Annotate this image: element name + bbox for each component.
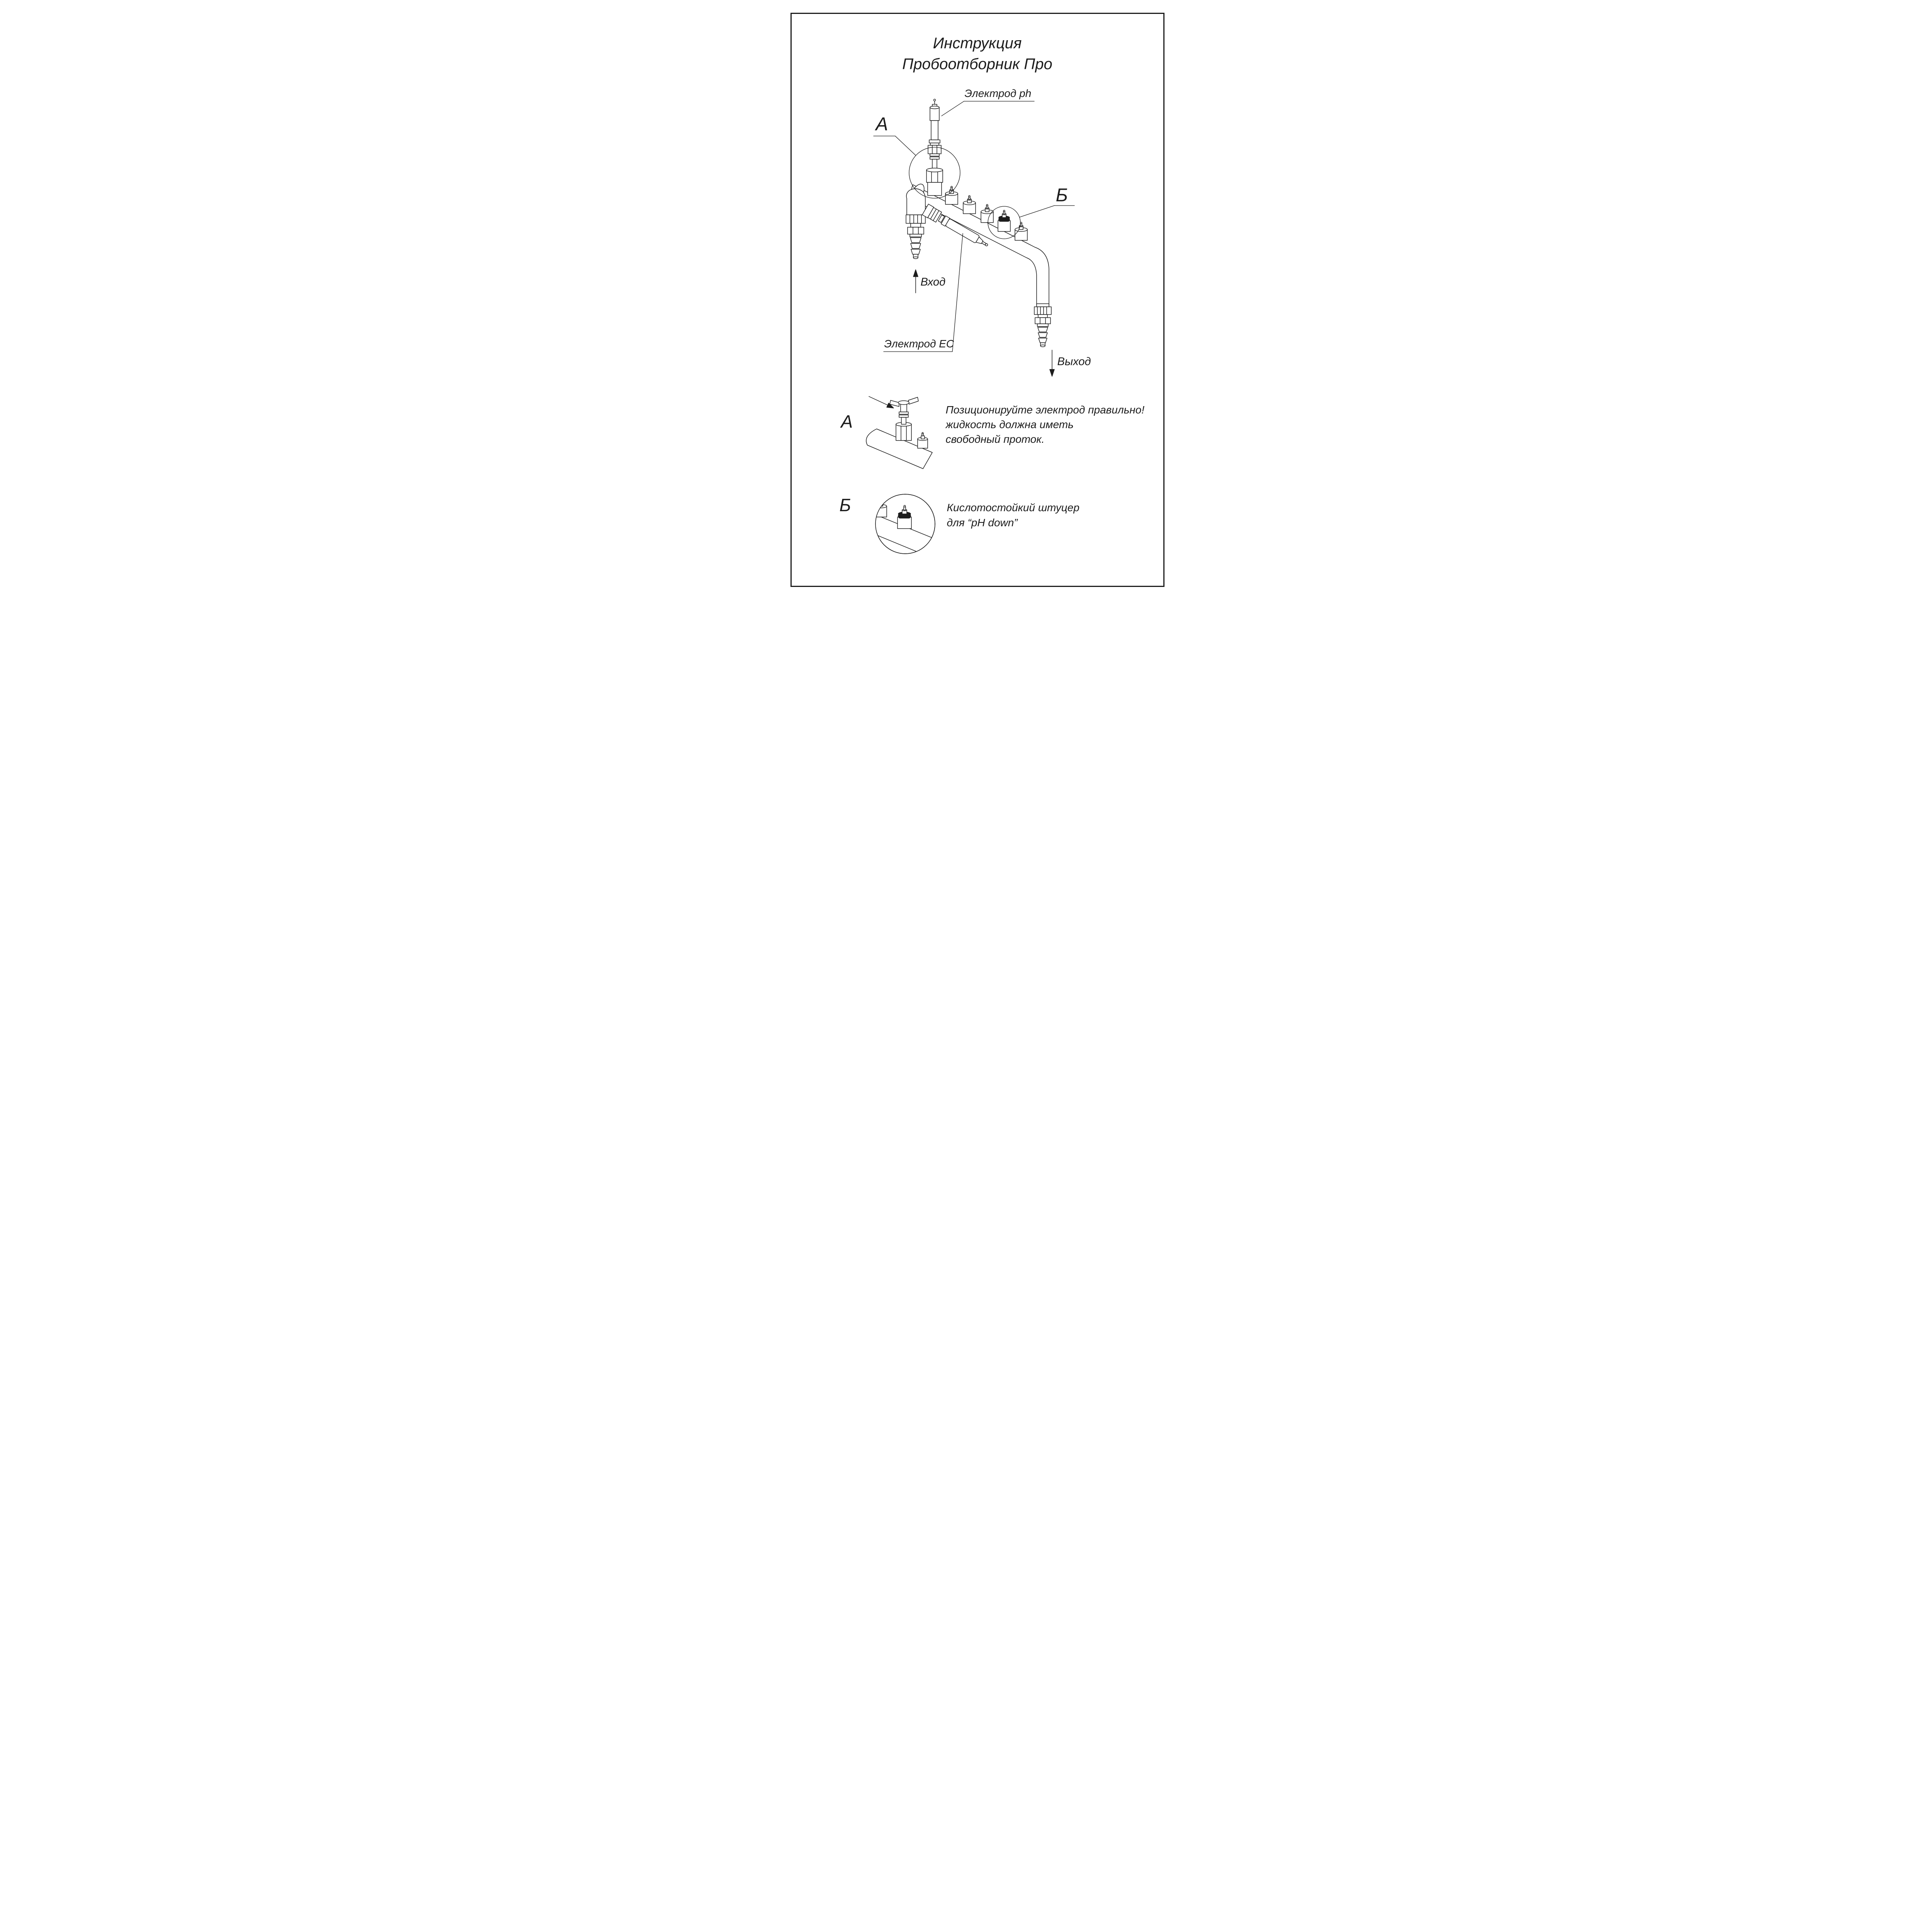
detail-b-letter: Б — [839, 495, 851, 515]
title-line-2: Пробоотборник Про — [902, 56, 1052, 73]
inlet-flow-arrow-icon — [913, 269, 918, 293]
drawing-frame — [790, 13, 1164, 587]
detail-a-text: Позиционируйте электрод правильно! жидко… — [946, 403, 1145, 447]
ph-electrode-label: Электрод ph — [964, 87, 1032, 99]
ec-electrode-label: Электрод EC — [884, 338, 954, 350]
outlet-flow-arrow-icon — [1049, 350, 1055, 377]
inlet-label: Вход — [920, 276, 946, 288]
detail-b-text-line-1: Кислотостойкий штуцер — [947, 502, 1079, 514]
detail-a-text-line-3: свободный проток. — [945, 433, 1045, 445]
detail-a-text-line-1: Позиционируйте электрод правильно! — [945, 404, 1145, 416]
manifold-port — [980, 204, 994, 223]
outlet-label: Выход — [1057, 355, 1091, 368]
callout-circle-a — [908, 147, 960, 199]
detail-b-text-line-2: для “pH down” — [947, 517, 1018, 529]
inlet-fitting — [905, 188, 926, 259]
detail-a-text-line-2: жидкость должна иметь — [945, 418, 1074, 430]
title-line-1: Инструкция — [933, 35, 1022, 52]
manifold-port — [945, 186, 958, 205]
detail-b-text: Кислотостойкий штуцер для “pH down” — [947, 500, 1079, 530]
callout-a-label: А — [875, 114, 888, 134]
callout-circle-b — [987, 206, 1021, 239]
detail-a-drawing — [865, 396, 933, 469]
outlet-fitting — [1034, 303, 1052, 347]
manifold-port — [962, 195, 976, 214]
callout-b-label: Б — [1056, 185, 1068, 206]
ec-electrode — [921, 204, 988, 247]
ph-down-port — [997, 210, 1011, 232]
detail-b-drawing — [875, 494, 935, 554]
technical-drawing — [865, 99, 1075, 554]
callout-annotations — [873, 101, 1075, 352]
manifold-port — [1014, 222, 1028, 241]
detail-a-pointer-arrow-icon — [868, 396, 894, 408]
instruction-sheet: Инструкция Пробоотборник Про Электрод ph… — [750, 0, 1176, 600]
detail-a-letter: А — [841, 412, 853, 432]
